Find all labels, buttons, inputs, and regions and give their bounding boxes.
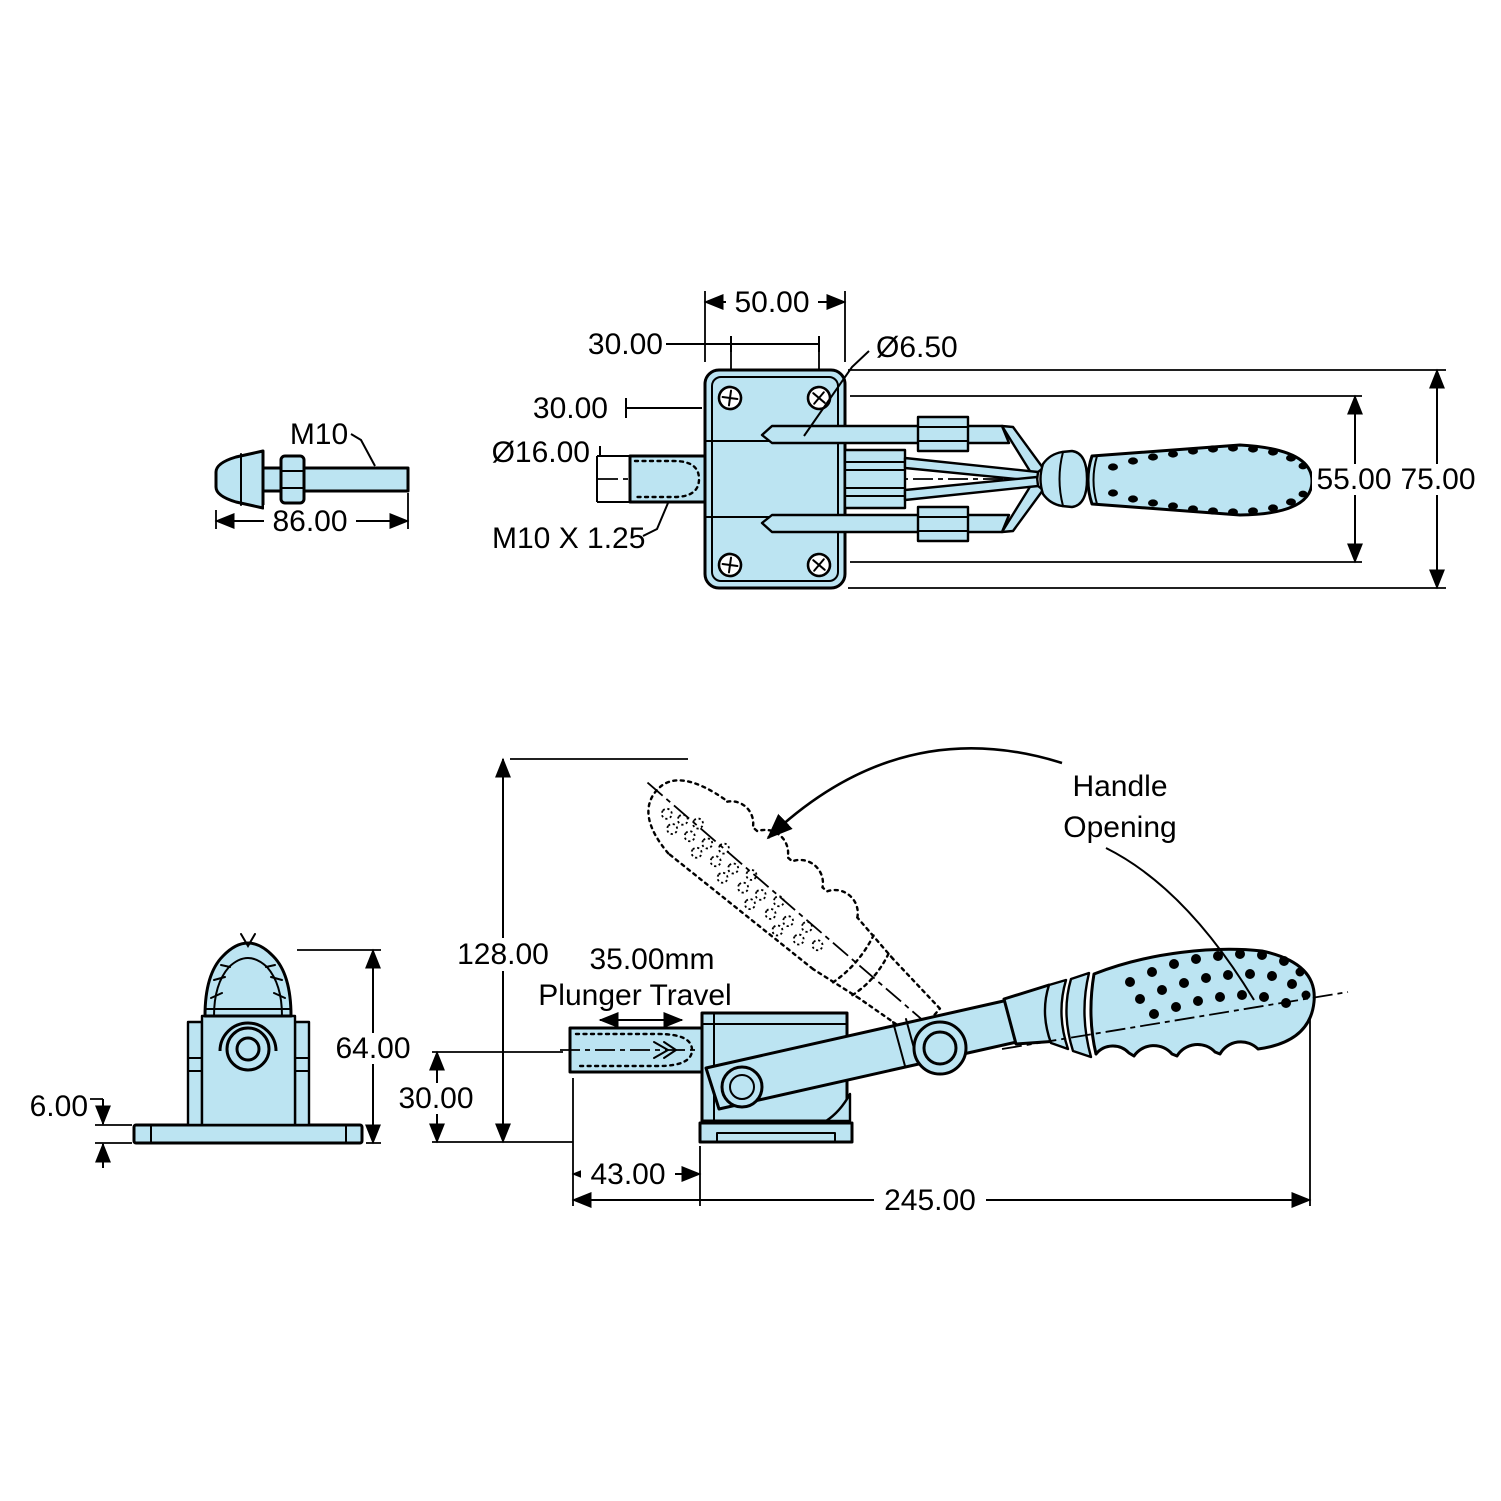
link-nut-bottom [916, 505, 970, 543]
pivot-handle [912, 1020, 968, 1076]
handle-opening-label-line2: Opening [1063, 811, 1176, 844]
spindle-length-dim: 86.00 [272, 505, 347, 538]
handle-grip-dimples-side [1125, 949, 1311, 1019]
handle-dome-ridges [210, 933, 286, 999]
spindle-tip [214, 449, 265, 510]
link-nut-top [916, 415, 970, 453]
slide-block [843, 448, 907, 510]
open-handle-grip-cap [647, 779, 728, 855]
handle-centerline-side [1001, 991, 1349, 1050]
pivot-front [720, 1065, 764, 1109]
inner-link-arm-bottom [903, 475, 1040, 502]
handle-dome-inner-arc [213, 957, 283, 1017]
mounting-screw [806, 552, 832, 578]
mounting-screw [806, 385, 832, 411]
spindle-nut [279, 454, 306, 505]
hole-diameter-dim: Ø6.50 [876, 331, 958, 364]
pivot-front-inner [729, 1074, 755, 1100]
open-handle-grip-edge [667, 852, 815, 971]
base-length-dim: 43.00 [590, 1158, 665, 1191]
base-thickness-dim: 6.00 [30, 1090, 88, 1123]
handle-opening-leader [1105, 847, 1255, 1001]
spindle-nut-facets [280, 470, 305, 489]
bearing-arc [218, 1021, 278, 1052]
plunger-travel-value: 35.00mm [589, 943, 714, 976]
open-handle-grip-scallops [722, 800, 859, 919]
link-bar-bottom [760, 513, 1011, 534]
plate-width-dim: 50.00 [734, 286, 809, 319]
link-nut-bottom-facets [917, 516, 969, 532]
open-handle-centerline [643, 778, 955, 1048]
handle-height-dim: 55.00 [1316, 463, 1391, 496]
spindle-view: M10 86.00 [214, 418, 410, 538]
mounting-screw [717, 385, 743, 411]
top-view-extension-lines [704, 291, 1446, 589]
housing-tab-notches [187, 1057, 310, 1072]
plunger-thread-dim: M10 X 1.25 [492, 522, 645, 555]
pivot-handle-inner [922, 1030, 958, 1066]
link-bar-top [760, 424, 1011, 445]
dome-base-lines [204, 1008, 292, 1017]
plunger-diameter-dim: Ø16.00 [492, 436, 590, 469]
m10-leader-line [350, 433, 376, 467]
handle-opening-arc [766, 747, 1063, 840]
hole-diameter-leader [803, 350, 870, 437]
hole-spacing-dim: 30.00 [588, 328, 663, 361]
edge-offset-dim: 30.00 [533, 392, 608, 425]
link-nut-top-facets [917, 426, 969, 442]
plunger-travel-caption: Plunger Travel [538, 979, 731, 1012]
top-view: 50.00 30.00 Ø6.50 30.00 Ø16.00 M10 X 1.2… [492, 286, 1482, 590]
handle-grip-seam [1092, 455, 1098, 505]
handle-open-position-dotted [643, 778, 957, 1051]
open-handle-collar [811, 916, 895, 1000]
handle-collar-seam [1058, 451, 1064, 507]
end-height-dim: 64.00 [335, 1032, 410, 1065]
handle-opening-label-line1: Handle [1072, 770, 1167, 803]
plunger-diameter-dim-line [596, 446, 631, 503]
open-height-dim: 128.00 [457, 938, 549, 971]
base-flange-caps [150, 1124, 347, 1144]
housing-tab-left [186, 1020, 204, 1127]
hole-spacing-dim-line [666, 336, 820, 352]
slide-block-facets [844, 461, 906, 497]
plunger-thread-leader [642, 502, 669, 537]
handle-collar-top-view [1039, 449, 1089, 509]
body-gusset [824, 1092, 852, 1123]
overall-length-dim: 245.00 [884, 1184, 976, 1217]
mounting-screw [717, 552, 743, 578]
handle-collar-ridge-1 [1043, 978, 1070, 1051]
base-flange-end-view [132, 1123, 364, 1145]
handle-grip-top-view [1086, 443, 1314, 517]
handle-collar-ridge-2 [1065, 971, 1093, 1059]
inner-link-arm-top [903, 456, 1040, 483]
plunger-rod-top [628, 454, 708, 504]
pivot-boss-inner [235, 1036, 261, 1062]
pivot-boss-outer [225, 1026, 271, 1072]
open-handle-dimples [660, 807, 824, 952]
overall-height-dim: 75.00 [1400, 463, 1475, 496]
housing-tab-right [293, 1020, 311, 1127]
spindle-thread-label: M10 [290, 418, 348, 451]
plunger-thread-dotted [633, 459, 701, 499]
edge-offset-dim-line [625, 398, 702, 418]
base-flange-recess [716, 1132, 836, 1143]
side-view: Handle Opening 128.00 30.00 43.00 245.00… [394, 747, 1349, 1217]
end-view: 64.00 6.00 [30, 933, 417, 1168]
center-height-dim: 30.00 [398, 1082, 473, 1115]
mounting-plate-inner-edge [711, 376, 839, 582]
handle-grip-dimples-top-view [1108, 444, 1308, 516]
